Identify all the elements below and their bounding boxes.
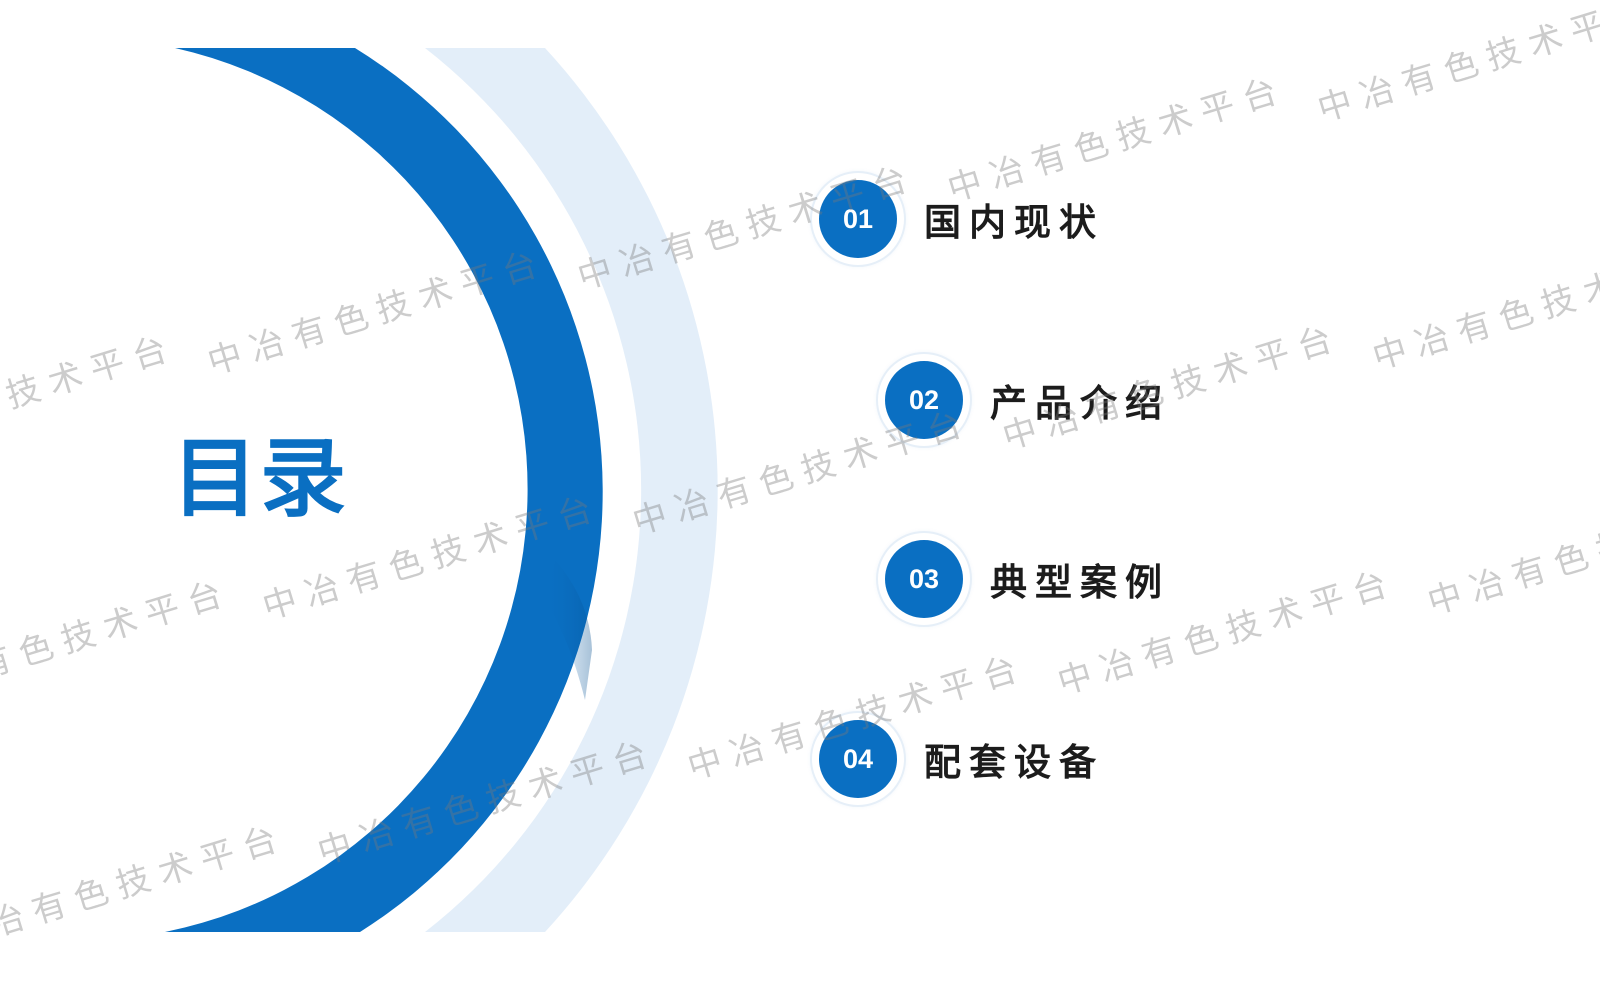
toc-item-label: 产品介绍 [990,381,1170,425]
number-badge-ring: 04 [812,713,904,805]
arc-shadow [545,560,592,700]
toc-item-03[interactable]: 03 典型案例 [878,533,1170,625]
light-arc-band [425,48,718,932]
number-badge-ring: 01 [812,173,904,265]
number-badge-ring: 02 [878,354,970,446]
number-badge: 01 [819,180,897,258]
page-title: 目录 [172,428,348,529]
toc-item-01[interactable]: 01 国内现状 [812,173,1104,265]
toc-item-04[interactable]: 04 配套设备 [812,713,1104,805]
number-badge: 03 [885,540,963,618]
toc-item-label: 配套设备 [924,740,1104,784]
toc-item-02[interactable]: 02 产品介绍 [878,354,1170,446]
toc-item-label: 典型案例 [990,560,1170,604]
toc-item-label: 国内现状 [924,200,1104,244]
number-badge-ring: 03 [878,533,970,625]
dark-arc-band [165,48,603,932]
number-badge: 02 [885,361,963,439]
number-badge: 04 [819,720,897,798]
